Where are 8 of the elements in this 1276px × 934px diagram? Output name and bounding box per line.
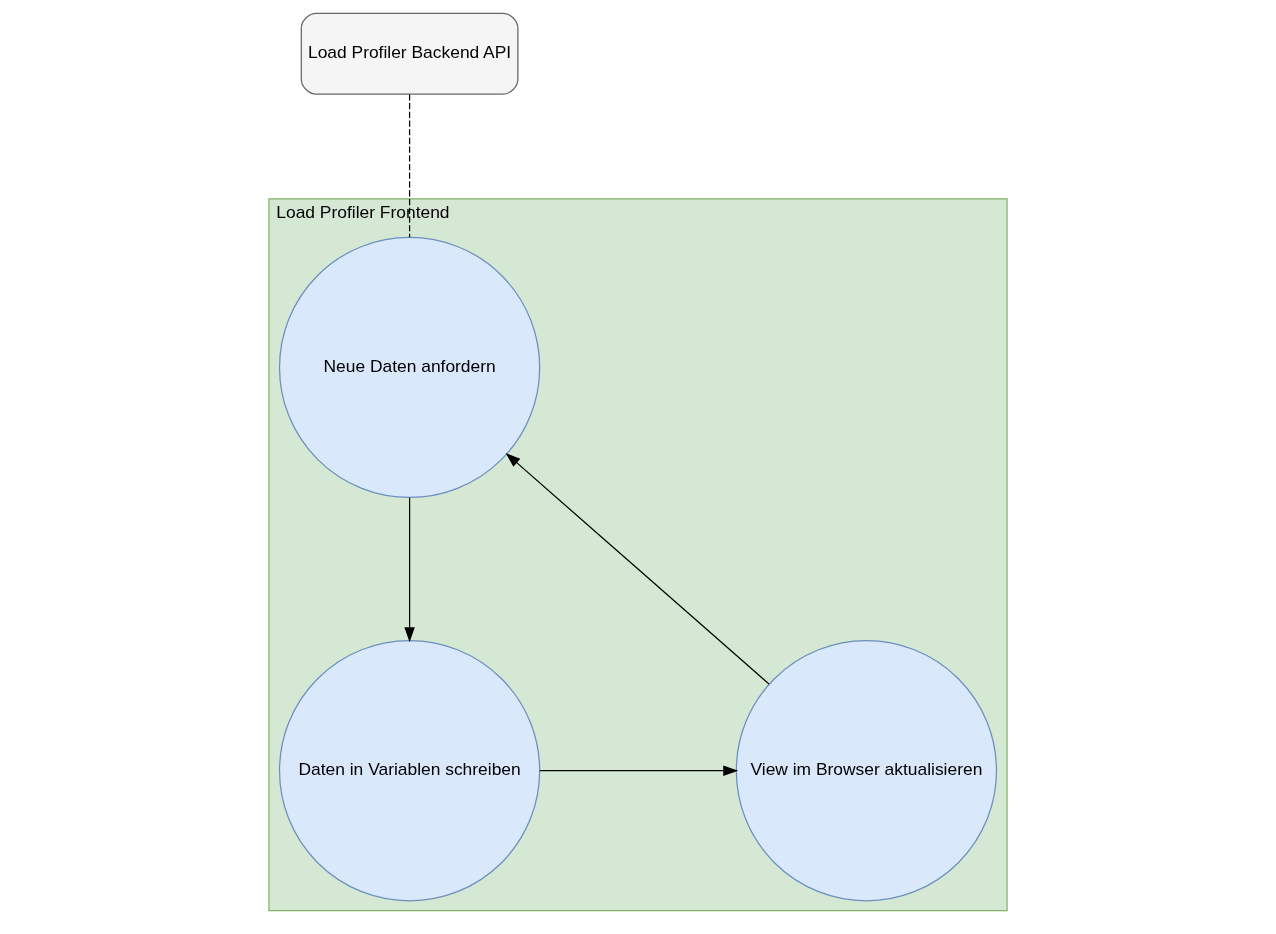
arrow bbox=[539, 765, 739, 776]
node-box: Load Profiler Backend API bbox=[300, 12, 519, 95]
arrow bbox=[505, 452, 770, 685]
node-circle: Neue Daten anfordern bbox=[278, 236, 541, 499]
arrow bbox=[404, 497, 415, 643]
node-circle: View im Browser aktualisieren bbox=[735, 640, 998, 902]
node-circle: Daten in Variablen schreiben bbox=[278, 640, 541, 902]
connector bbox=[408, 93, 411, 238]
